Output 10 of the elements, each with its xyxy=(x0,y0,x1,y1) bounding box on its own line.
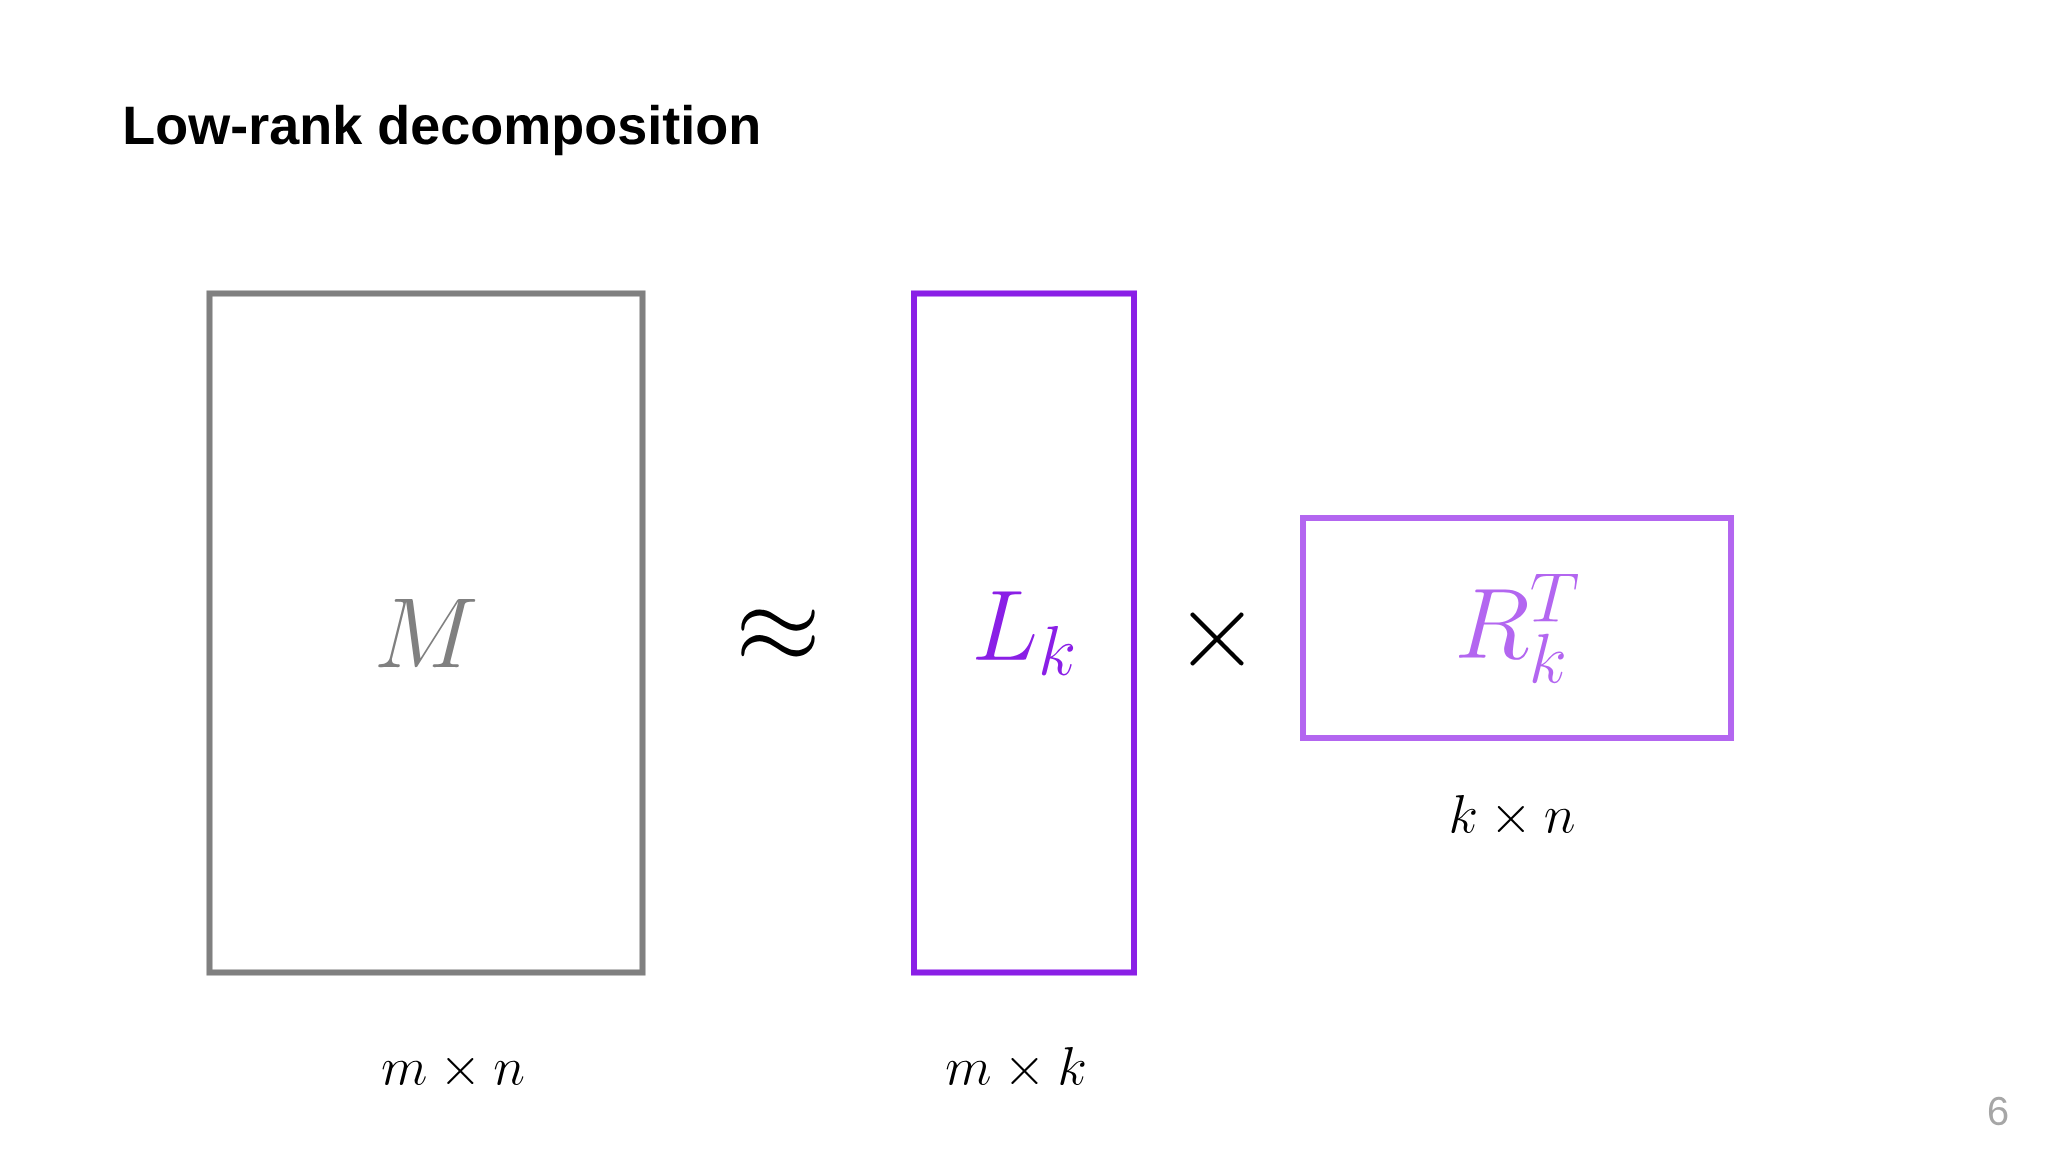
operator-sign: $\times$ xyxy=(1190,612,1244,666)
operator-sign: $\approx$ xyxy=(741,609,815,657)
page-number: 6 xyxy=(1988,1096,2008,1126)
dimension-label: $m\times k$ xyxy=(946,1047,1085,1086)
matrix-box: $M$ xyxy=(206,290,646,976)
dimension-label: $m\times n$ xyxy=(382,1058,524,1086)
slide-title: Low-rank decomposition xyxy=(125,104,758,156)
dimension-label: $k\times n$ xyxy=(1451,795,1574,834)
matrix-box: $L_k$ xyxy=(911,290,1137,976)
matrix-box: $R_k^T$ xyxy=(1300,515,1734,741)
